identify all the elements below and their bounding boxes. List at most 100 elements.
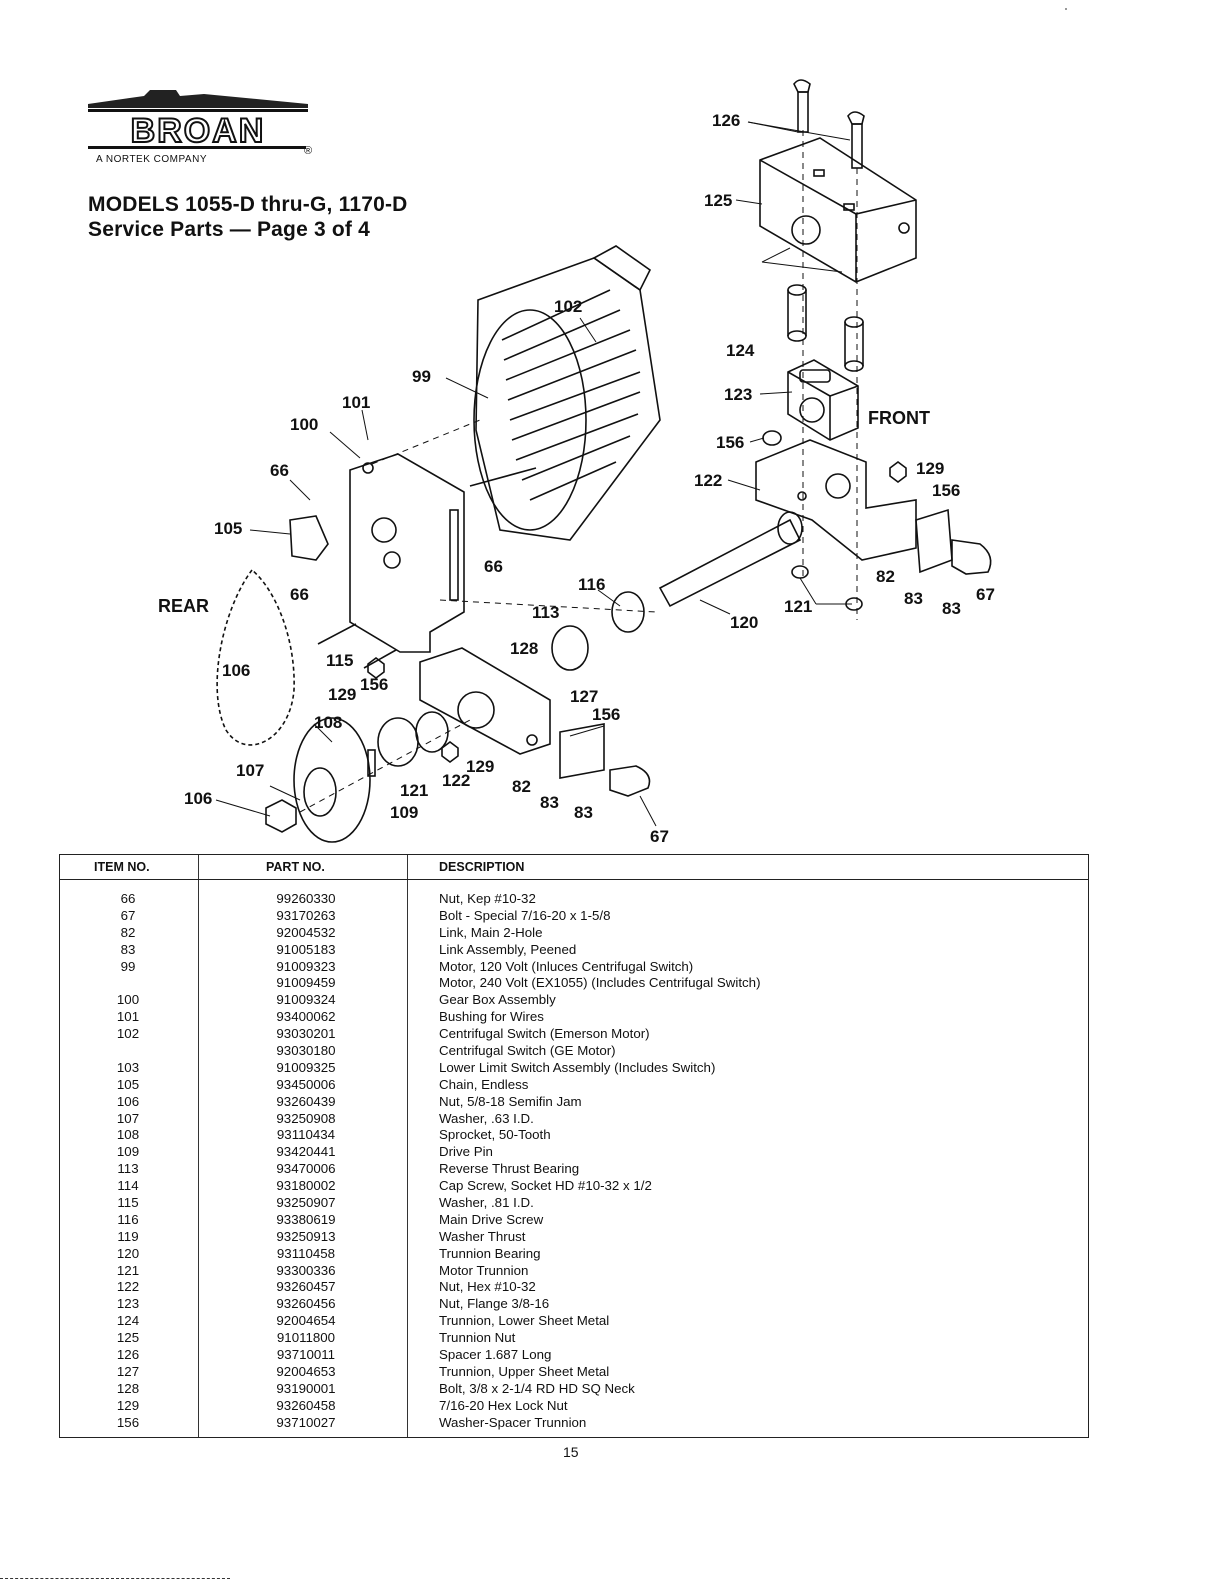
part-no-cell: 93260439 <box>276 1093 336 1109</box>
description-cell: Gear Box Assembly <box>439 992 556 1008</box>
direction-label-front: FRONT <box>868 408 930 428</box>
scan-speck <box>1065 8 1067 10</box>
callout-123: 121 <box>784 597 812 616</box>
part-no-cell: 92004653 <box>276 1363 336 1379</box>
item-no-cell: 102 <box>116 1026 140 1042</box>
callout-121: 127 <box>570 687 598 706</box>
callout-119: 121 <box>400 781 428 800</box>
header-item-no: ITEM NO. <box>94 860 150 874</box>
item-no-cell: 129 <box>116 1397 140 1413</box>
part-no-cell: 93180002 <box>276 1178 336 1194</box>
gearbox-plate-drawing <box>349 453 465 653</box>
part-no-cell: 93190001 <box>276 1380 336 1396</box>
description-cell: Washer Thrust <box>439 1228 526 1244</box>
item-no-cell: 119 <box>117 1228 139 1244</box>
description-cell: Bushing for Wires <box>439 1009 544 1025</box>
description-cell: 7/16-20 Hex Lock Nut <box>439 1397 568 1413</box>
callout-leader-lines <box>215 121 852 827</box>
description-cell: Sprocket, 50-Tooth <box>439 1127 551 1143</box>
description-cell: Nut, Flange 3/8-16 <box>439 1296 550 1312</box>
callout-129-left: 129 <box>328 685 356 704</box>
logo-registered: ® <box>304 145 312 157</box>
item-no-cell: 105 <box>116 1076 140 1092</box>
logo-rule-bottom <box>88 146 306 149</box>
drive-pin-drawing <box>367 749 376 777</box>
part-no-cell: 93030180 <box>276 1043 336 1059</box>
sprocket-drawing <box>293 717 371 843</box>
description-cell: Washer, .63 I.D. <box>439 1110 534 1126</box>
part-no-cell: 93300336 <box>276 1262 336 1278</box>
nut-129-left-drawing <box>367 657 385 679</box>
chain-drawing <box>216 568 295 746</box>
washer-115-drawing <box>611 591 645 633</box>
callout-83-bottom-a: 83 <box>540 793 559 812</box>
part-no-cell: 92004532 <box>276 924 336 940</box>
callout-67-right: 67 <box>976 585 995 604</box>
item-no-cell: 128 <box>116 1380 140 1396</box>
description-cell: Trunnion Bearing <box>439 1245 541 1261</box>
part-no-cell: 91009323 <box>276 958 336 974</box>
callout-113: 113 <box>532 603 559 622</box>
description-cell: Reverse Thrust Bearing <box>439 1161 580 1177</box>
table-row: 106 93260439 Nut, 5/8-18 Semifin Jam <box>60 1094 1088 1111</box>
callout-83-right-a: 83 <box>904 589 923 608</box>
callout-107: 107 <box>236 761 264 780</box>
item-no-cell: 109 <box>116 1144 140 1160</box>
part-no-cell: 93110434 <box>276 1127 336 1143</box>
broan-logo: BROAN ® A NORTEK COMPANY <box>88 90 312 165</box>
header-description: DESCRIPTION <box>439 860 525 874</box>
part-no-cell: 91009324 <box>276 992 336 1008</box>
direction-label-rear: REAR <box>158 596 209 616</box>
callout-122: 128 <box>510 639 538 658</box>
description-cell: Centrifugal Switch (Emerson Motor) <box>439 1026 650 1042</box>
description-cell: Main Drive Screw <box>439 1211 544 1227</box>
table-row: 127 92004653 Trunnion, Upper Sheet Metal <box>60 1364 1088 1381</box>
nut-129-lower-drawing <box>441 741 459 763</box>
description-cell: Chain, Endless <box>439 1076 529 1092</box>
description-cell: Link Assembly, Peened <box>439 941 577 957</box>
item-no-cell: 100 <box>116 992 140 1008</box>
footer-rule <box>0 1578 230 1580</box>
part-no-cell: 93710027 <box>276 1414 336 1430</box>
callout-129-bottom: 129 <box>466 757 494 776</box>
part-no-cell: 93450006 <box>276 1076 336 1092</box>
description-cell: Washer, .81 I.D. <box>439 1195 534 1211</box>
description-cell: Cap Screw, Socket HD #10-32 x 1/2 <box>439 1178 652 1194</box>
item-no-cell: 82 <box>120 924 136 940</box>
link-assembly-upper-drawing <box>915 508 992 575</box>
nut-123-drawing <box>791 565 809 579</box>
callout-106: 106 <box>184 789 212 808</box>
item-no-cell: 115 <box>117 1195 139 1211</box>
item-no-cell: 106 <box>116 1093 140 1109</box>
item-no-cell: 113 <box>117 1161 139 1177</box>
item-no-cell: 108 <box>116 1127 140 1143</box>
nut-129-upper-drawing <box>889 461 907 483</box>
callout-156-right: 156 <box>932 481 960 500</box>
description-cell: Nut, 5/8-18 Semifin Jam <box>439 1093 582 1109</box>
callout-156-bottom: 156 <box>592 705 620 724</box>
column-divider <box>407 855 408 1437</box>
upper-trunnion-bracket-drawing <box>759 137 917 283</box>
item-no-cell: 127 <box>116 1363 140 1379</box>
callout-124: 122 <box>694 471 722 490</box>
description-cell: Motor Trunnion <box>439 1262 529 1278</box>
page-number: 15 <box>563 1444 579 1460</box>
item-no-cell: 156 <box>116 1414 140 1430</box>
trunnion-nut-drawing <box>787 359 859 441</box>
description-cell: Centrifugal Switch (GE Motor) <box>439 1043 616 1059</box>
cap-screw-114b-drawing <box>363 649 397 669</box>
page-subtitle: Service Parts — Page 3 of 4 <box>88 218 371 241</box>
callout-156-left: 156 <box>360 675 388 694</box>
limit-switch-drawing <box>289 515 329 561</box>
header-part-no: PART NO. <box>266 860 325 874</box>
link-assembly-lower-drawing <box>559 723 651 797</box>
description-cell: Trunnion, Upper Sheet Metal <box>439 1363 610 1379</box>
